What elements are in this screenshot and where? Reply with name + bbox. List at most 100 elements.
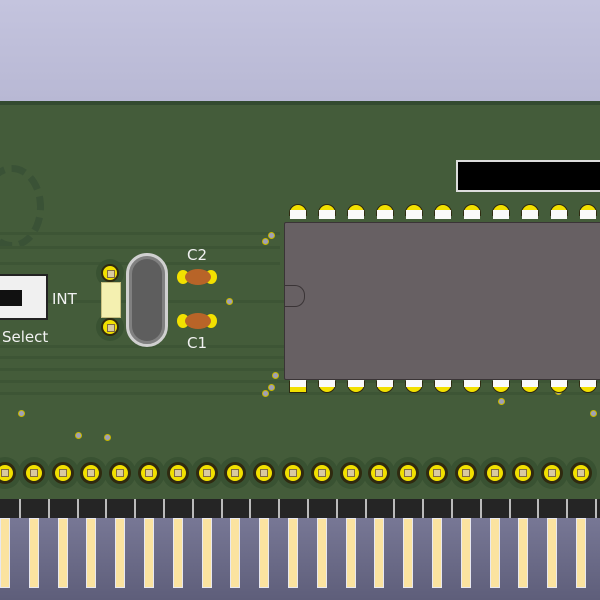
header-divider: [364, 499, 367, 518]
header-divider: [105, 499, 108, 518]
gold-pin: [172, 518, 183, 588]
resistor-pad: [101, 264, 119, 282]
header-pad: [166, 462, 189, 484]
gold-pin: [115, 518, 126, 588]
trace: [0, 232, 280, 235]
via: [268, 384, 275, 391]
header-pad: [454, 462, 477, 484]
gold-pin: [57, 518, 68, 588]
gold-pin: [403, 518, 414, 588]
ic-pin: [550, 378, 568, 393]
header-pad: [426, 462, 448, 484]
label-c2: C2: [187, 246, 208, 264]
ic-pin: [492, 204, 510, 219]
ic-notch: [284, 285, 305, 307]
ic-pin: [579, 204, 597, 219]
capacitor-c2: [177, 268, 217, 286]
gold-pin: [374, 518, 385, 588]
header-pad: [368, 462, 391, 484]
gold-pin: [547, 518, 558, 588]
dip-ic: [284, 222, 600, 380]
label-int: INT: [52, 290, 77, 308]
header-pad: [80, 462, 103, 484]
header-divider: [47, 499, 50, 518]
resistor-pad: [101, 318, 119, 336]
gold-pin: [230, 518, 241, 588]
header-pad: [282, 462, 304, 484]
gold-pin: [316, 518, 327, 588]
header-pad: [22, 462, 45, 484]
header-pad: [195, 462, 218, 484]
header-divider: [19, 499, 21, 518]
via: [104, 434, 111, 441]
header-pad: [483, 462, 506, 484]
header-divider: [393, 499, 396, 518]
header-pad: [310, 462, 333, 484]
gold-pin: [0, 518, 10, 588]
header-divider: [595, 499, 597, 518]
header-divider: [249, 499, 252, 518]
header-pad: [541, 462, 564, 484]
header-divider: [479, 499, 482, 518]
via: [272, 372, 279, 379]
gold-pin: [432, 518, 442, 588]
ic-pin: [318, 378, 336, 393]
header-pad: [109, 462, 132, 484]
gold-pin: [144, 518, 154, 588]
header-pad: [0, 462, 16, 484]
trace: [0, 392, 600, 395]
ic-pin: [347, 378, 365, 393]
ic-pin: [289, 378, 307, 393]
via: [590, 410, 597, 417]
header-divider: [220, 499, 223, 518]
header-divider: [335, 499, 338, 518]
ic-pin: [376, 378, 394, 393]
ic-pin: [579, 378, 597, 393]
via: [268, 232, 275, 239]
gold-pin: [489, 518, 500, 588]
capacitor-c1: [177, 312, 217, 330]
trace: [0, 246, 280, 249]
ic-pin: [405, 378, 423, 393]
header-pad: [51, 462, 74, 484]
header-pad: [138, 462, 160, 484]
via: [226, 298, 233, 305]
gold-pin: [259, 518, 270, 588]
component-black-top: [456, 160, 600, 192]
header-divider: [566, 499, 569, 518]
ic-pin: [405, 204, 423, 219]
gold-pin: [460, 518, 471, 588]
select-switch: [0, 274, 48, 320]
ic-pin: [463, 378, 481, 393]
label-select: Select: [2, 328, 49, 346]
ic-pin: [434, 378, 452, 393]
header-divider: [508, 499, 511, 518]
header-divider: [76, 499, 79, 518]
header-divider: [278, 499, 281, 518]
label-c1: C1: [187, 334, 208, 352]
ic-pin: [289, 204, 307, 219]
resistor: [101, 282, 121, 318]
gold-pin: [345, 518, 356, 588]
header-pad: [570, 462, 592, 484]
header-pad: [339, 462, 362, 484]
via: [498, 398, 505, 405]
gold-pin: [518, 518, 529, 588]
header-divider: [191, 499, 194, 518]
ic-pin: [318, 204, 336, 219]
header-pad: [397, 462, 420, 484]
ic-pin: [521, 378, 539, 393]
header-divider: [451, 499, 453, 518]
ic-pin: [434, 204, 452, 219]
gold-pin: [28, 518, 39, 588]
via: [75, 432, 82, 439]
ic-pin: [492, 378, 510, 393]
logo-gear-icon: [0, 165, 44, 249]
header-pad: [224, 462, 247, 484]
header-divider: [307, 499, 309, 518]
via: [262, 390, 269, 397]
gold-pin: [576, 518, 586, 588]
gold-pin: [201, 518, 212, 588]
crystal: [126, 253, 168, 347]
header-pad: [512, 462, 535, 484]
